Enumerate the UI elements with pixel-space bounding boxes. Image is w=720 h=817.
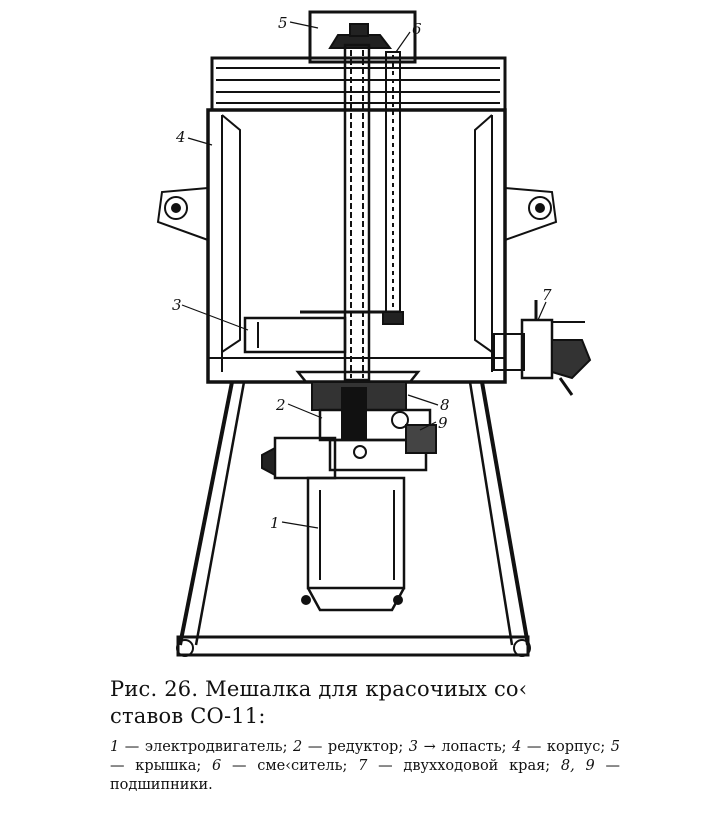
label-7: 7	[542, 286, 552, 304]
label-1: 1	[270, 514, 280, 532]
lid	[210, 10, 507, 112]
shaft	[300, 43, 404, 382]
mixer-diagram: 1 2 3 4 5 6 7 8 9	[156, 10, 592, 657]
label-9: 9	[438, 414, 448, 432]
housing	[206, 108, 507, 384]
reducer	[295, 370, 437, 472]
lug-right	[504, 187, 558, 241]
label-4: 4	[175, 128, 186, 146]
label-5: 5	[278, 14, 288, 32]
label-8: 8	[440, 396, 450, 414]
blade	[243, 316, 347, 354]
legend-item: 4 — корпус;	[512, 739, 611, 755]
lug-left	[156, 187, 209, 241]
legend-item: 3 → лопасть;	[408, 739, 513, 755]
legend-item: 2 — редуктор;	[293, 739, 409, 755]
two-way-valve	[493, 300, 592, 396]
figure-legend: 1 — электродвигатель; 2 — редуктор; 3 → …	[110, 738, 620, 795]
label-2: 2	[275, 396, 286, 414]
label-6: 6	[412, 20, 422, 38]
caption-line-1: Рис. 26. Мешалка для красочиых со‹	[110, 677, 528, 701]
leader-lines	[181, 21, 547, 529]
caption-line-2: ставов СО-11:	[110, 704, 266, 728]
label-3: 3	[172, 296, 182, 314]
figure-caption-title: Рис. 26. Мешалка для красочиых со‹ ставо…	[110, 676, 630, 730]
legend-item: 1 — электродвигатель;	[110, 739, 294, 755]
legend-item: 7 — двухходовой края;	[358, 758, 561, 774]
legend-item: 5 — крышка;	[110, 739, 621, 774]
legend-item: 8, 9 — подшипники.	[110, 758, 620, 793]
stand	[176, 381, 531, 657]
electric-motor	[261, 436, 406, 612]
legend-item: 6 — сме‹ситель;	[211, 758, 359, 774]
